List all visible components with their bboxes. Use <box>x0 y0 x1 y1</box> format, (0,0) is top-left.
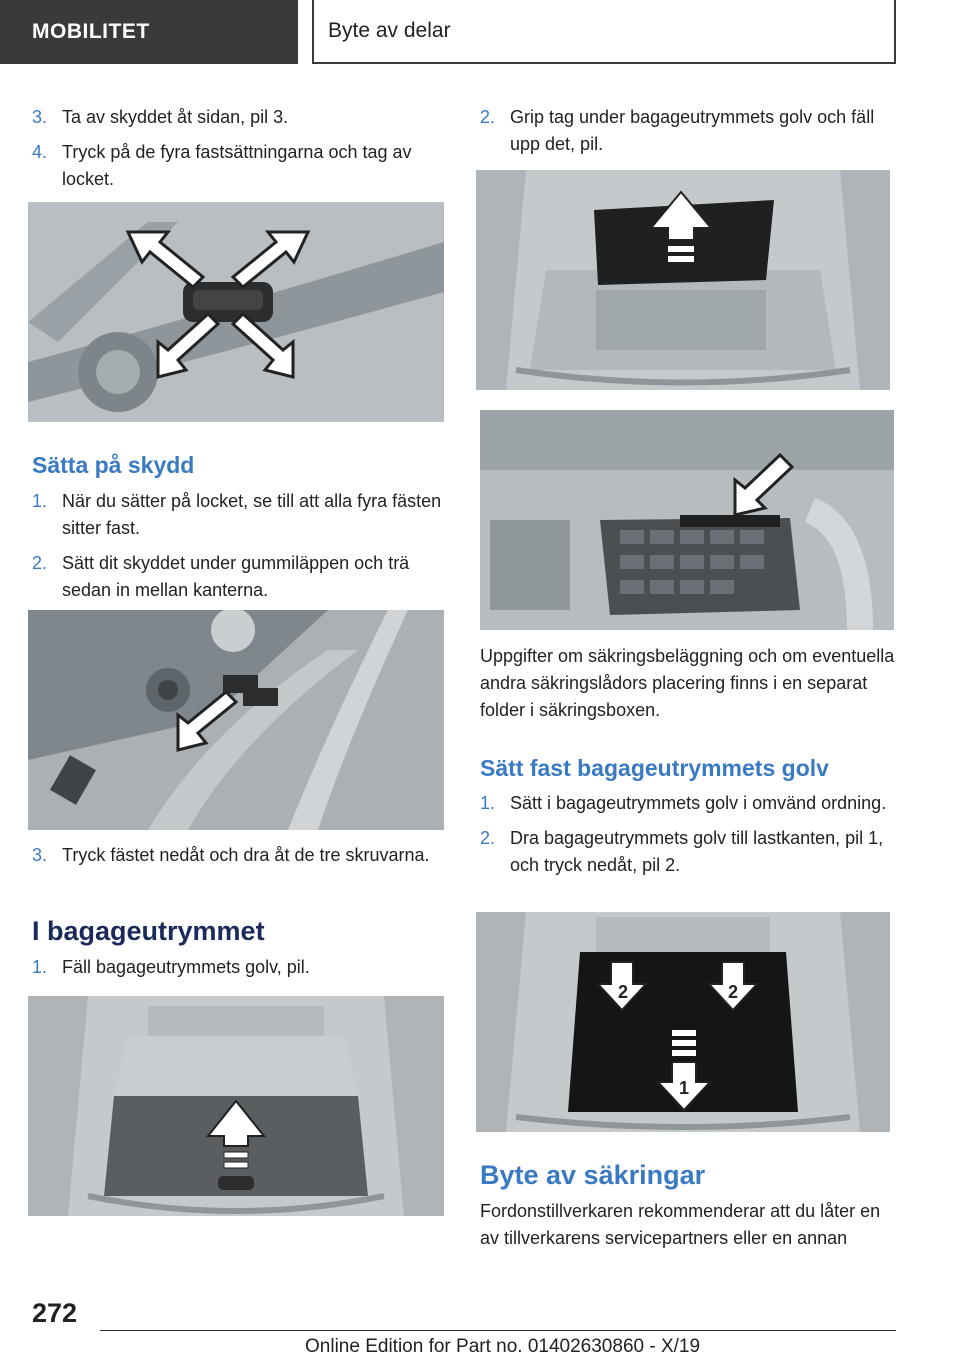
figure-trunk-floor-install: 2 2 1 <box>476 912 890 1132</box>
right-steps-mid: 1. Sätt i bagageutrymmets golv i omvänd o… <box>480 790 896 887</box>
left-steps-mid: 1. När du sätter på locket, se till att a… <box>32 488 444 612</box>
step-item: 2. Sätt dit skyddet under gummiläppen och… <box>32 550 444 604</box>
step-item: 3. Tryck fästet nedåt och dra åt de tre s… <box>32 842 444 869</box>
step-item: 1. Fäll bagageutrymmets golv, pil. <box>32 954 444 981</box>
step-text: Tryck fästet nedåt och dra åt de tre skr… <box>62 845 430 865</box>
step-number: 1. <box>32 491 48 511</box>
figure-cover-removal <box>28 202 444 422</box>
page-number: 272 <box>32 1298 78 1328</box>
heading-i-bagageutrymmet: I bagageutrymmet <box>32 916 265 946</box>
fuse-info-paragraph: Uppgifter om säkringsbeläggning och om e… <box>480 646 895 720</box>
step-text: Sätt dit skyddet under gummiläppen och t… <box>62 553 410 600</box>
figure-trunk-floor-fold <box>28 996 444 1216</box>
step-text: Sätt i bagageutrymmets golv i omvänd ord… <box>510 793 887 813</box>
step-number: 4. <box>32 142 48 162</box>
step-text: Fäll bagageutrymmets golv, pil. <box>62 957 310 977</box>
section-label: Byte av delar <box>328 19 451 42</box>
arrow-label-2a: 2 <box>618 982 628 1002</box>
chapter-tab: MOBILITET <box>0 0 298 64</box>
footer-divider <box>100 1330 896 1331</box>
footer-edition: Online Edition for Part no. 01402630860 … <box>305 1336 701 1357</box>
left-column: 3. Ta av skyddet åt sidan, pil 3. 4. Tryck… <box>32 104 444 201</box>
step-number: 2. <box>480 828 496 848</box>
step-number: 1. <box>480 793 496 813</box>
left-steps-bottom: 1. Fäll bagageutrymmets golv, pil. <box>32 954 444 989</box>
step-number: 3. <box>32 845 48 865</box>
step-number: 2. <box>32 553 48 573</box>
step-text: När du sätter på locket, se till att all… <box>62 491 442 538</box>
service-paragraph: Fordonstillverkaren rekommenderar att du… <box>480 1201 881 1248</box>
arrow-label-2b: 2 <box>728 982 738 1002</box>
figure-trunk-floor-lift <box>476 170 890 390</box>
section-title: Byte av delar <box>312 0 896 64</box>
step-item: 2. Grip tag under bagageutrymmets golv oc… <box>480 104 896 158</box>
step-text: Tryck på de fyra fastsättningarna och ta… <box>62 142 412 189</box>
step-number: 3. <box>32 107 48 127</box>
step-text: Ta av skyddet åt sidan, pil 3. <box>62 107 289 127</box>
figure-rubber-lip <box>28 610 444 830</box>
left-steps-after: 3. Tryck fästet nedåt och dra åt de tre s… <box>32 842 444 877</box>
right-column: 2. Grip tag under bagageutrymmets golv oc… <box>480 104 896 166</box>
step-text: Grip tag under bagageutrymmets golv och … <box>510 107 875 154</box>
step-item: 4. Tryck på de fyra fastsättningarna och … <box>32 139 444 193</box>
step-item: 2. Dra bagageutrymmets golv till lastkant… <box>480 825 896 879</box>
heading-satta-pa-skydd: Sätta på skydd <box>32 452 195 478</box>
heading-byte-av-sakringar: Byte av säkringar <box>480 1160 706 1190</box>
step-item: 3. Ta av skyddet åt sidan, pil 3. <box>32 104 444 131</box>
step-text: Dra bagageutrymmets golv till lastkanten… <box>510 828 884 875</box>
arrow-label-1: 1 <box>679 1078 689 1098</box>
step-item: 1. När du sätter på locket, se till att a… <box>32 488 444 542</box>
step-number: 2. <box>480 107 496 127</box>
chapter-label: MOBILITET <box>32 20 150 43</box>
step-item: 1. Sätt i bagageutrymmets golv i omvänd o… <box>480 790 896 817</box>
figure-fuse-box <box>480 410 894 630</box>
heading-satt-fast-golv: Sätt fast bagageutrymmets golv <box>480 755 829 781</box>
step-number: 1. <box>32 957 48 977</box>
